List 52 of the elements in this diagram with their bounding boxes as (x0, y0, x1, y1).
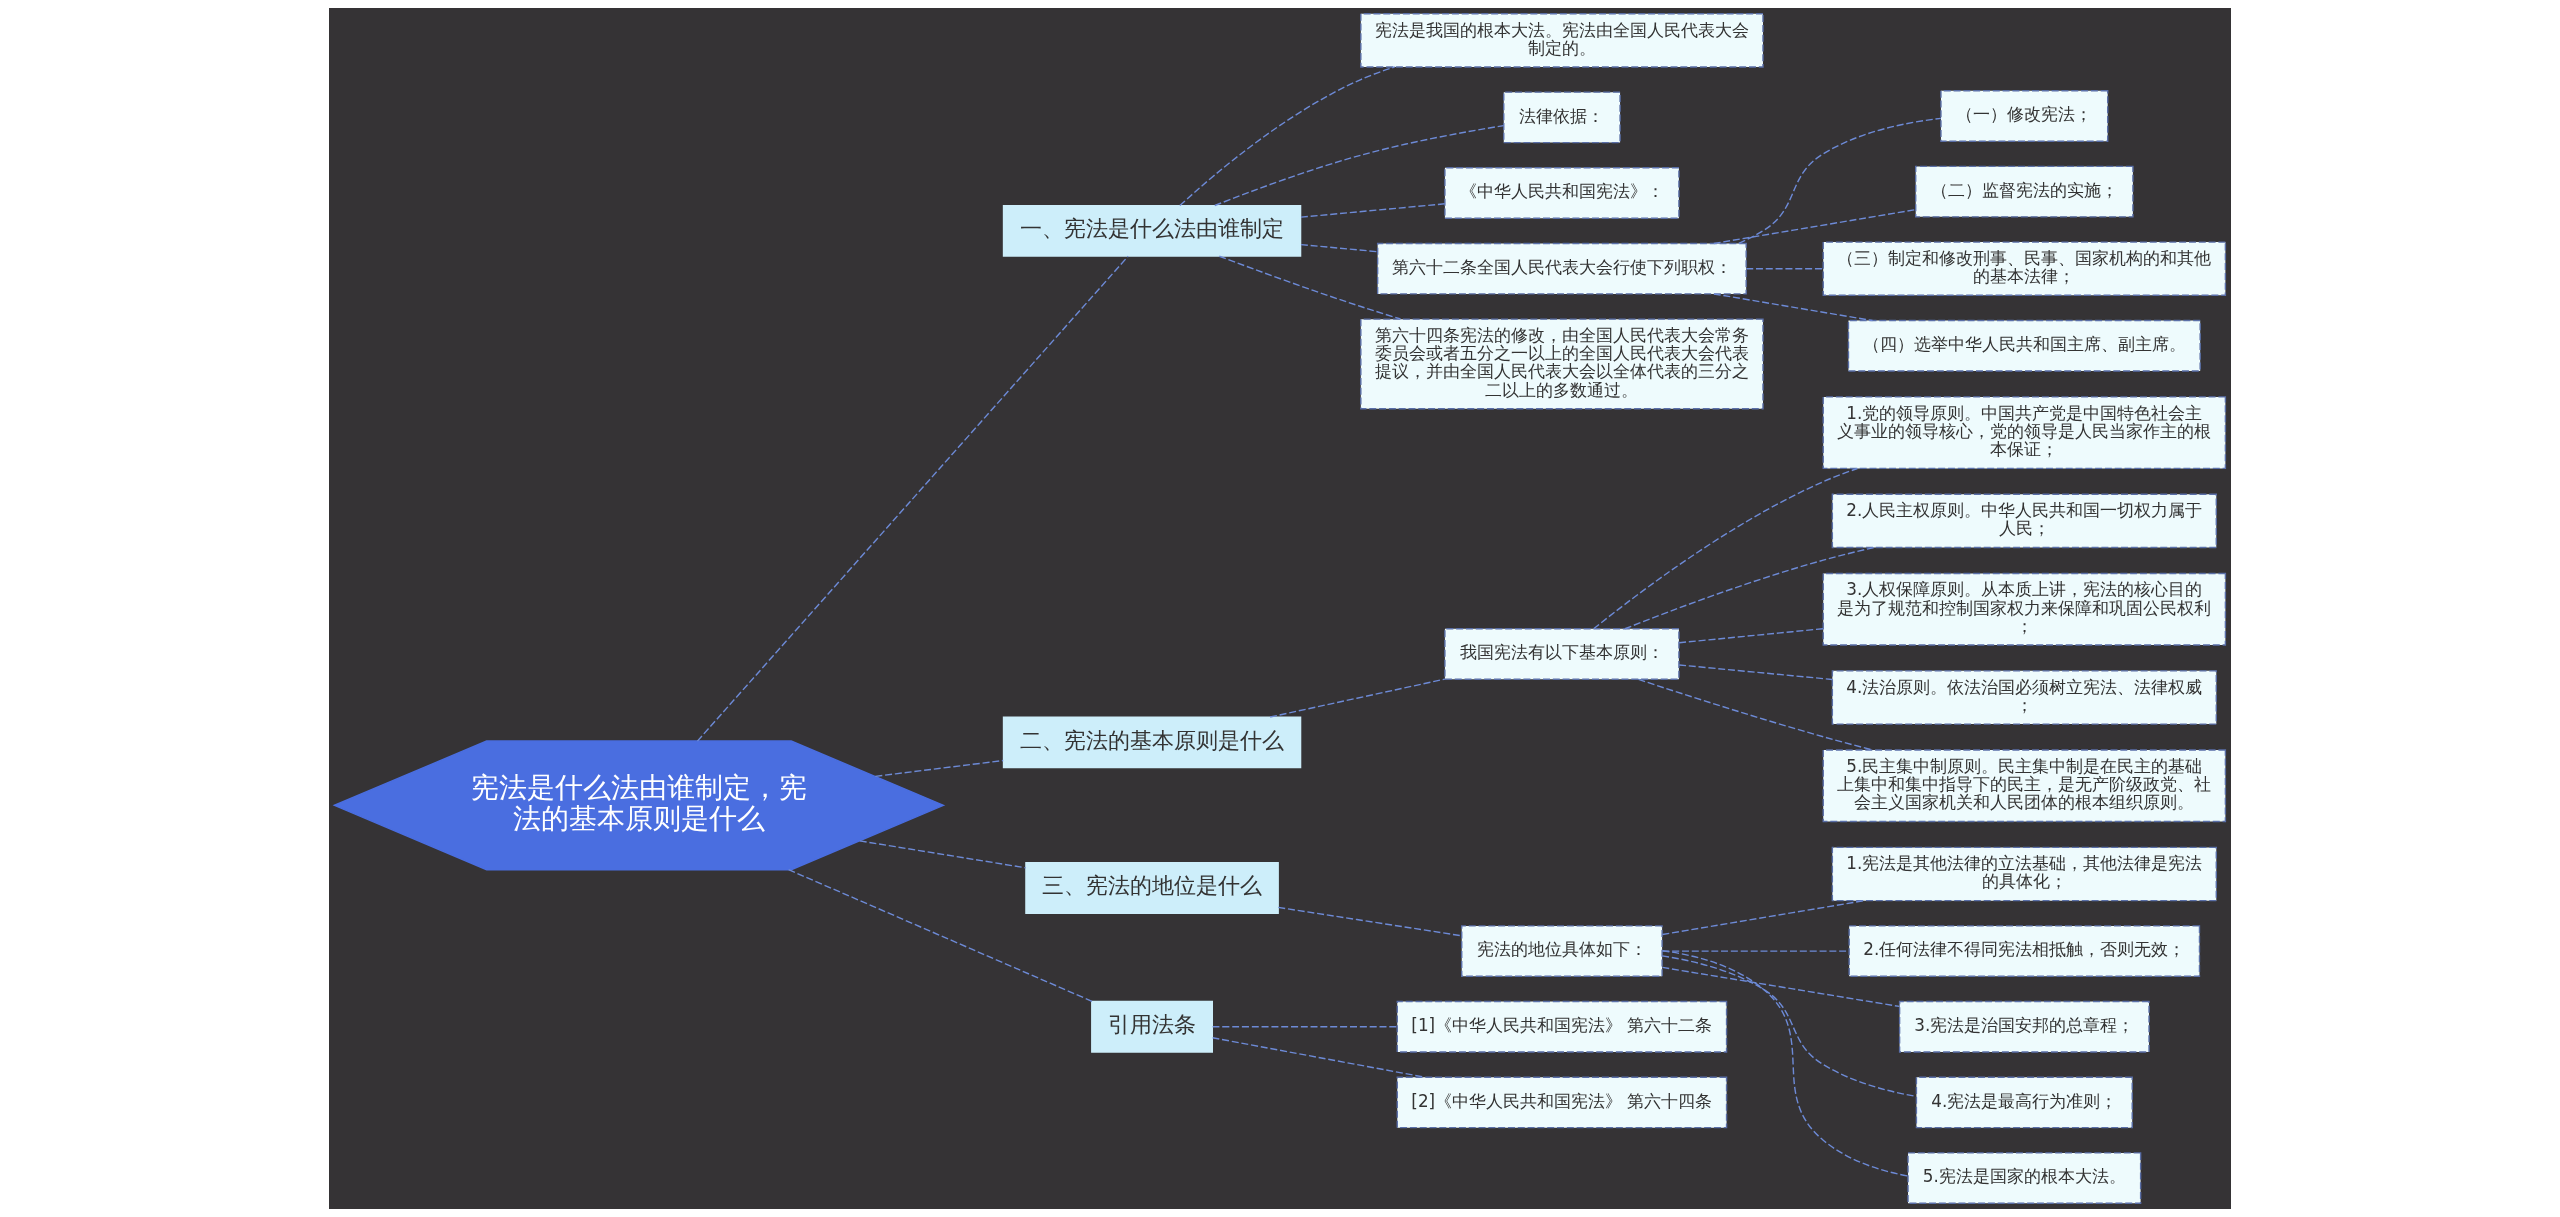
node-box: 法律依据： (1503, 91, 1621, 144)
node-box: （一）修改宪法； (1940, 90, 2109, 142)
node-box: 第六十四条宪法的修改，由全国人民代表大会常务委员会或者五分之一以上的全国人民代表大会代表提议，并由全国人民代表大会以全体代表的三分之二以上的多数通过。 (1360, 318, 1764, 410)
connector (1592, 467, 1859, 630)
node-box: 第六十二条全国人民代表大会行使下列职权： (1376, 242, 1747, 295)
connector (787, 869, 1093, 1003)
node-box: 4.法治原则。依法治国必须树立宪法、法律权威； (1831, 670, 2217, 725)
connector (1661, 955, 1917, 1098)
node-box: （三）制定和修改刑事、民事、国家机构的和其他的基本法律； (1822, 241, 2227, 297)
connector (1745, 268, 1824, 270)
connector (1300, 243, 1379, 253)
connector (1738, 117, 1942, 244)
node-box: 我国宪法有以下基本原则： (1444, 628, 1680, 680)
node-box: 2.任何法律不得同宪法相抵触，否则无效； (1848, 925, 2201, 978)
node-box: 一、宪法是什么法由谁制定 (1002, 204, 1302, 257)
node-box: 4.宪法是最高行为准则； (1915, 1076, 2133, 1129)
node-box: 3.人权保障原则。从本质上讲，宪法的核心目的是为了规范和控制国家权力来保障和巩固公民权利； (1822, 572, 2227, 646)
node-box: 引用法条 (1091, 1000, 1213, 1053)
node-box: 1.宪法是其他法律的立法基础，其他法律是宪法的具体化； (1831, 846, 2217, 902)
connector (1661, 950, 1909, 1177)
connector (859, 840, 1027, 869)
connector (1300, 203, 1446, 218)
connector (1678, 664, 1833, 681)
connector (696, 255, 1129, 742)
node-box: 1.党的领导原则。中国共产党是中国特色社会主义事业的领导核心，党的领导是人民当家作主的根本保证； (1822, 396, 2227, 470)
node-box: 5.宪法是国家的根本大法。 (1907, 1152, 2142, 1204)
connector (1211, 1026, 1398, 1028)
node-box: [2]《中华人民共和国宪法》 第六十四条 (1396, 1076, 1728, 1129)
node-box: 三、宪法的地位是什么 (1025, 862, 1279, 914)
node-box: 2.人民主权原则。中华人民共和国一切权力属于人民； (1831, 493, 2217, 549)
connector (1269, 678, 1446, 718)
node-box: 宪法的地位具体如下： (1461, 925, 1663, 978)
connector (1661, 900, 1865, 936)
connector (1277, 906, 1463, 937)
node-box: 《中华人民共和国宪法》： (1444, 167, 1680, 219)
connector (1678, 628, 1824, 644)
connector (1637, 678, 1874, 751)
connector (1179, 66, 1396, 207)
node-box: [1]《中华人民共和国宪法》 第六十二条 (1396, 1000, 1728, 1053)
node-box: 3.宪法是治国安邦的总章程； (1898, 1000, 2150, 1053)
node-box: 二、宪法的基本原则是什么 (1002, 716, 1302, 769)
connector (874, 759, 1004, 778)
node-box: （四）选举中华人民共和国主席、副主席。 (1847, 319, 2201, 372)
node-box: （二）监督宪法的实施； (1915, 165, 2134, 218)
connector (1661, 966, 1901, 1008)
connector (1713, 208, 1917, 245)
connector (1713, 293, 1874, 322)
connector (1214, 124, 1505, 207)
node-box: 宪法是我国的根本大法。宪法由全国人民代表大会制定的。 (1360, 13, 1764, 68)
connector (1624, 546, 1875, 630)
node-box: 5.民主集中制原则。民主集中制是在民主的基础上集中和集中指导下的民主，是无产阶级政党、社会主义国家机关和人民团体的根本组织原则。 (1822, 749, 2227, 823)
connector (1218, 255, 1402, 320)
